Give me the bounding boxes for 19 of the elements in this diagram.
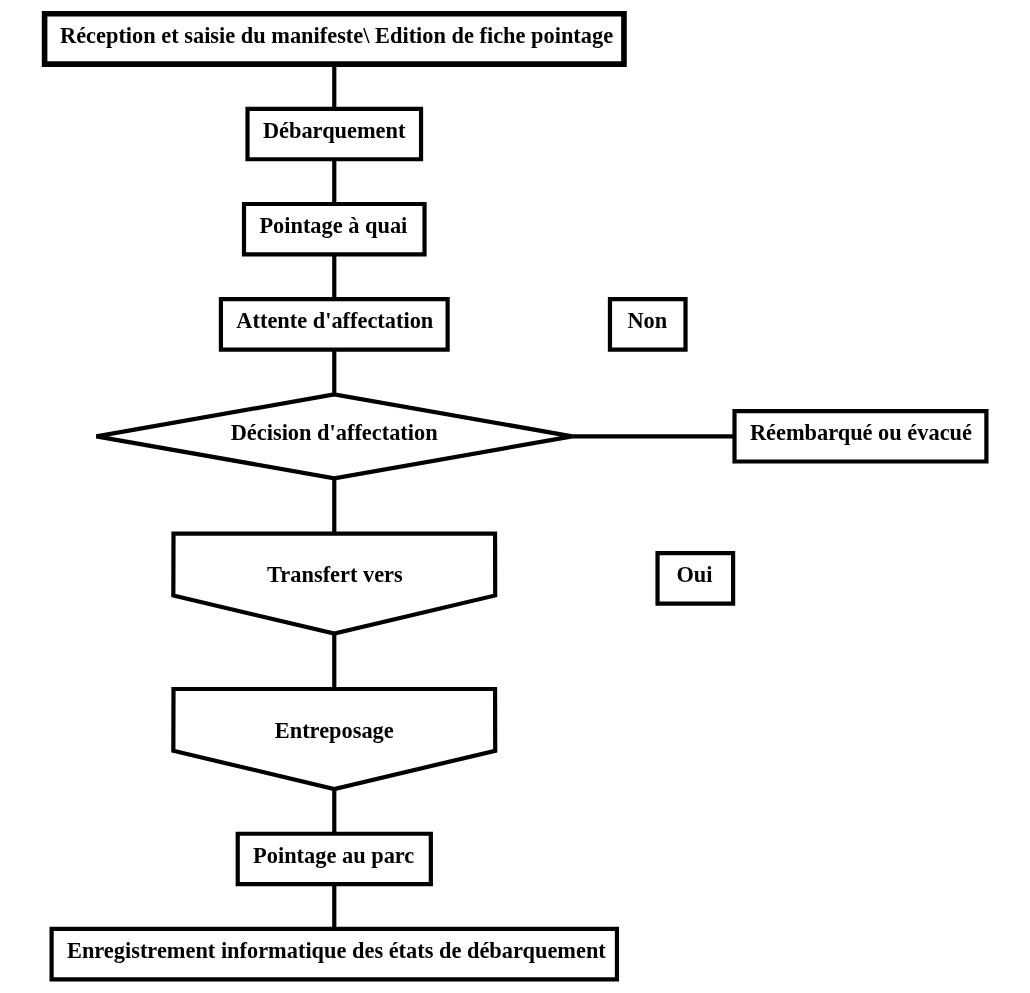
node-box: Pointage à quai	[241, 201, 427, 257]
node-box: Pointage au parc	[235, 831, 433, 887]
connector	[331, 159, 336, 204]
node-box: Réembarqué ou évacué	[731, 409, 988, 464]
node-box: Attente d'affectation	[218, 297, 450, 352]
connector	[331, 884, 336, 929]
node-box: Enregistrement informatique des états de débarquement	[49, 926, 619, 982]
node-box: Non	[607, 297, 688, 352]
node-box: Oui	[654, 551, 735, 606]
connector	[331, 478, 336, 534]
connector	[331, 254, 336, 299]
node-box: Débarquement	[244, 106, 423, 162]
node-box: Réception et saisie du manifeste\ Edition de fiche pointage	[41, 10, 627, 67]
connector	[571, 434, 734, 439]
connector	[331, 64, 336, 109]
connector	[331, 634, 336, 689]
node-diamond: Décision d'affectation	[93, 392, 574, 481]
connector	[331, 350, 336, 395]
connector	[331, 789, 336, 834]
